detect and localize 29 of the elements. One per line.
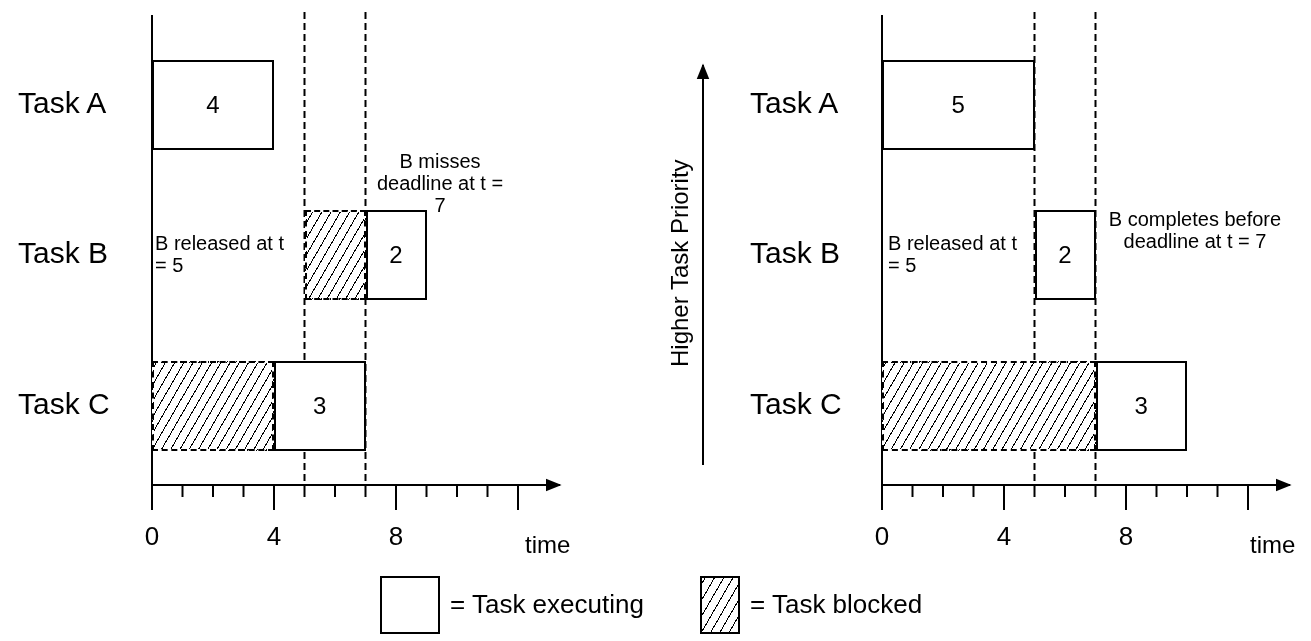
axis-label: time <box>525 532 572 559</box>
execution-bar: 2 <box>365 210 427 300</box>
row-label: Task C <box>750 387 843 420</box>
legend-text: = Task executing <box>450 590 644 619</box>
annotation-text: B released at t = 5 <box>888 232 1018 276</box>
legend-text: = Task blocked <box>750 590 923 619</box>
row-label: Task B <box>750 236 842 269</box>
tick-label: 8 <box>1117 522 1135 551</box>
annotation-text: B released at t = 5 <box>155 232 285 276</box>
blocked-bar <box>882 361 1096 451</box>
tick-label: 8 <box>387 522 405 551</box>
tick-label: 0 <box>143 522 161 551</box>
row-label: Task A <box>18 86 108 119</box>
annotation-text: B completes before deadline at t = 7 <box>1107 208 1283 252</box>
row-label: Task B <box>18 236 110 269</box>
axis-label: time <box>1250 532 1297 559</box>
blocked-bar <box>304 210 366 300</box>
execution-bar: 4 <box>152 60 274 150</box>
execution-bar: 5 <box>882 60 1035 150</box>
tick-label: 4 <box>265 522 283 551</box>
tick-label: 4 <box>995 522 1013 551</box>
execution-bar: 3 <box>274 361 366 451</box>
row-label: Task C <box>18 387 111 420</box>
execution-bar: 2 <box>1034 210 1096 300</box>
blocked-bar <box>152 361 274 451</box>
execution-bar: 3 <box>1095 361 1187 451</box>
row-label: Task A <box>750 86 840 119</box>
axis-label: Higher Task Priority <box>666 158 694 369</box>
tick-label: 0 <box>873 522 891 551</box>
